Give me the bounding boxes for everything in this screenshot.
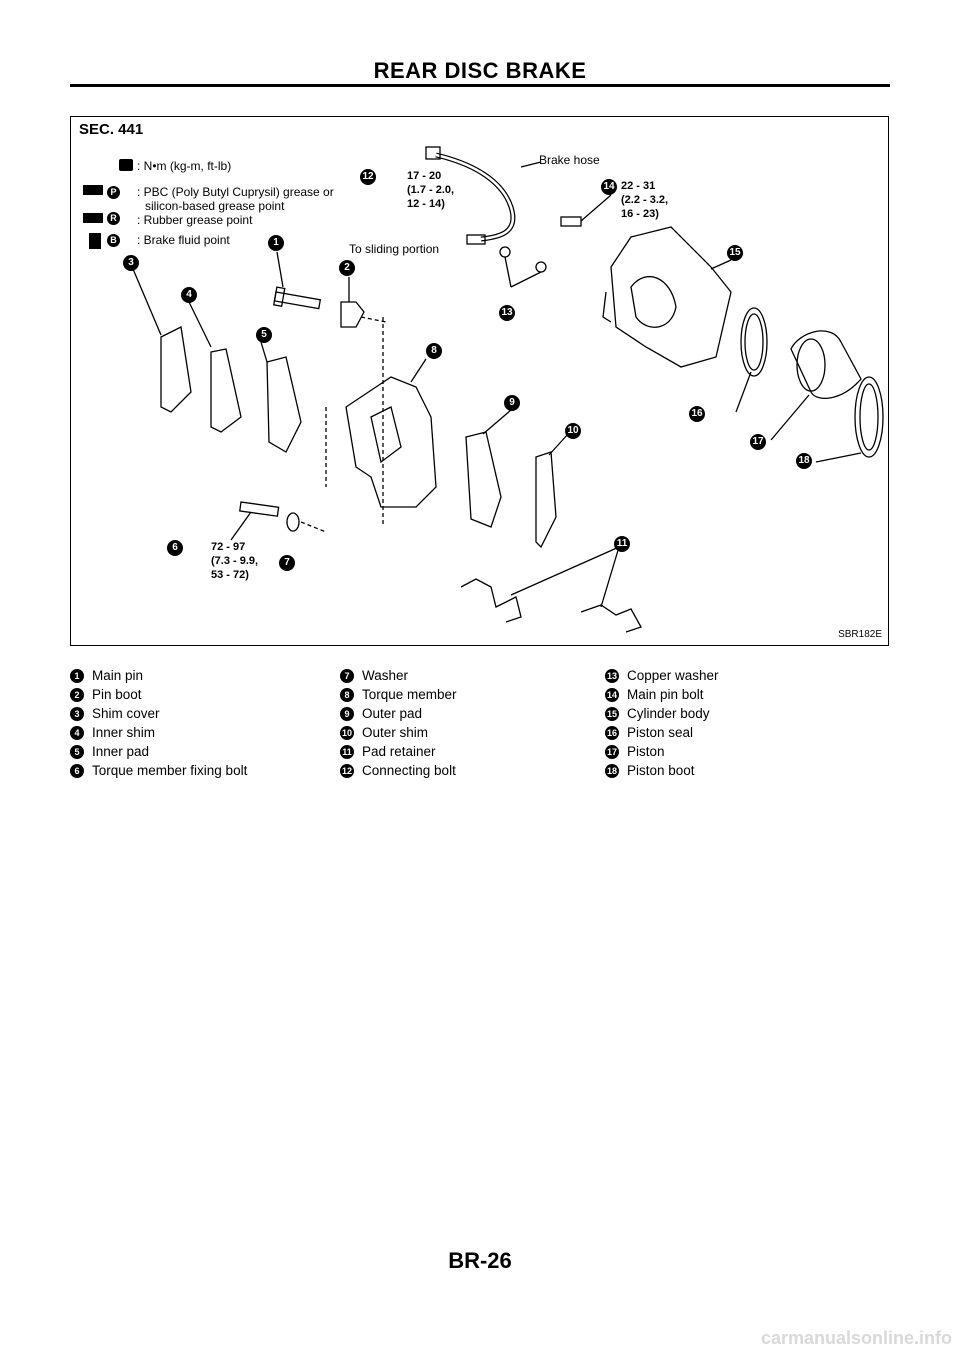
legend-badge-r: R bbox=[107, 212, 120, 225]
callout-2: 2 bbox=[339, 260, 355, 276]
list-item: 17 Piston bbox=[605, 742, 890, 761]
exploded-diagram: SEC. 441 : N•m (kg-m, ft-lb) : PBC (Poly… bbox=[70, 116, 889, 646]
callout-15: 15 bbox=[727, 245, 743, 261]
part-name: Shim cover bbox=[92, 706, 160, 721]
part-number: 14 bbox=[605, 687, 619, 702]
legend-torque: : N•m (kg-m, ft-lb) bbox=[137, 159, 232, 173]
list-item: 12 Connecting bolt bbox=[340, 761, 605, 780]
part-name: Pin boot bbox=[92, 687, 142, 702]
callout-12: 12 bbox=[360, 169, 376, 185]
callout-4: 4 bbox=[181, 287, 197, 303]
callout-18: 18 bbox=[796, 453, 812, 469]
figure-code: SBR182E bbox=[838, 629, 882, 640]
part-name: Outer pad bbox=[362, 706, 423, 721]
part-name: Copper washer bbox=[627, 668, 719, 683]
callout-7: 7 bbox=[279, 555, 295, 571]
list-item: 1 Main pin bbox=[70, 666, 340, 685]
list-item: 16 Piston seal bbox=[605, 723, 890, 742]
list-item: 11 Pad retainer bbox=[340, 742, 605, 761]
part-name: Inner pad bbox=[92, 744, 150, 759]
legend-badge-b: B bbox=[107, 234, 120, 247]
callout-1: 1 bbox=[268, 235, 284, 251]
part-name: Torque member bbox=[362, 687, 457, 702]
page-title: REAR DISC BRAKE bbox=[373, 58, 587, 83]
list-item: 8 Torque member bbox=[340, 685, 605, 704]
callout-8: 8 bbox=[426, 343, 442, 359]
part-name: Cylinder body bbox=[627, 706, 710, 721]
list-item: 6 Torque member fixing bolt bbox=[70, 761, 340, 780]
part-number: 18 bbox=[605, 763, 619, 778]
legend-badge-p: P bbox=[107, 186, 120, 199]
part-number: 8 bbox=[340, 687, 354, 702]
callout-16: 16 bbox=[689, 406, 705, 422]
callout-11: 11 bbox=[614, 536, 630, 552]
part-number: 3 bbox=[70, 706, 84, 721]
part-name: Pad retainer bbox=[362, 744, 436, 759]
callout-17: 17 bbox=[750, 434, 766, 450]
part-number: 15 bbox=[605, 706, 619, 721]
part-number: 4 bbox=[70, 725, 84, 740]
part-name: Piston bbox=[627, 744, 665, 759]
legend-brake-fluid: : Brake fluid point bbox=[137, 233, 230, 247]
list-item: 14 Main pin bolt bbox=[605, 685, 890, 704]
callout-9: 9 bbox=[504, 395, 520, 411]
part-number: 16 bbox=[605, 725, 619, 740]
part-number: 11 bbox=[340, 744, 354, 759]
part-number: 9 bbox=[340, 706, 354, 721]
part-name: Piston seal bbox=[627, 725, 694, 740]
torque-spec-main-pin-bolt: 22 - 31 (2.2 - 3.2, 16 - 23) bbox=[621, 180, 669, 220]
diagram-drawing bbox=[83, 146, 884, 633]
part-number: 17 bbox=[605, 744, 619, 759]
part-name: Connecting bolt bbox=[362, 763, 456, 778]
list-item: 7 Washer bbox=[340, 666, 605, 685]
list-item: 15 Cylinder body bbox=[605, 704, 890, 723]
callout-13: 13 bbox=[499, 305, 515, 321]
legend-pbc-grease: : PBC (Poly Butyl Cuprysil) grease or bbox=[137, 185, 334, 199]
brake-hose-label: Brake hose bbox=[539, 153, 600, 167]
part-name: Washer bbox=[362, 668, 409, 683]
part-name: Outer shim bbox=[362, 725, 429, 740]
part-name: Inner shim bbox=[92, 725, 156, 740]
legend-pbc-grease-cont: silicon-based grease point bbox=[145, 199, 285, 213]
parts-list: 1 Main pin 7 Washer 13 Copper washer 2 Pin b… bbox=[70, 666, 890, 780]
list-item: 2 Pin boot bbox=[70, 685, 340, 704]
part-number: 1 bbox=[70, 668, 84, 683]
part-number: 10 bbox=[340, 725, 354, 740]
legend-rubber-grease: : Rubber grease point bbox=[137, 213, 253, 227]
part-name: Main pin bbox=[92, 668, 144, 683]
part-number: 12 bbox=[340, 763, 354, 778]
callout-5: 5 bbox=[256, 327, 272, 343]
section-number: SEC. 441 bbox=[79, 121, 144, 138]
callout-14: 14 bbox=[601, 179, 617, 195]
sliding-portion-label: To sliding portion bbox=[349, 242, 440, 256]
page-number: BR-26 bbox=[448, 1248, 512, 1273]
list-item: 5 Inner pad bbox=[70, 742, 340, 761]
part-number: 13 bbox=[605, 668, 619, 683]
part-name: Piston boot bbox=[627, 763, 695, 778]
part-name: Main pin bolt bbox=[627, 687, 704, 702]
part-number: 7 bbox=[340, 668, 354, 683]
site-watermark[interactable]: carmanualsonline.info bbox=[760, 1328, 952, 1348]
torque-spec-fixing-bolt: 72 - 97 (7.3 - 9.9, 53 - 72) bbox=[211, 541, 259, 581]
torque-spec-connecting-bolt: 17 - 20 (1.7 - 2.0, 12 - 14) bbox=[407, 170, 455, 210]
part-number: 5 bbox=[70, 744, 84, 759]
list-item: 4 Inner shim bbox=[70, 723, 340, 742]
header-rule bbox=[70, 84, 890, 87]
list-item: 10 Outer shim bbox=[340, 723, 605, 742]
callout-10: 10 bbox=[565, 423, 581, 439]
part-number: 6 bbox=[70, 763, 84, 778]
list-item: 13 Copper washer bbox=[605, 666, 890, 685]
part-number: 2 bbox=[70, 687, 84, 702]
callout-6: 6 bbox=[167, 540, 183, 556]
part-name: Torque member fixing bolt bbox=[92, 763, 248, 778]
list-item: 3 Shim cover bbox=[70, 704, 340, 723]
list-item: 9 Outer pad bbox=[340, 704, 605, 723]
list-item: 18 Piston boot bbox=[605, 761, 890, 780]
callout-3: 3 bbox=[123, 255, 139, 271]
